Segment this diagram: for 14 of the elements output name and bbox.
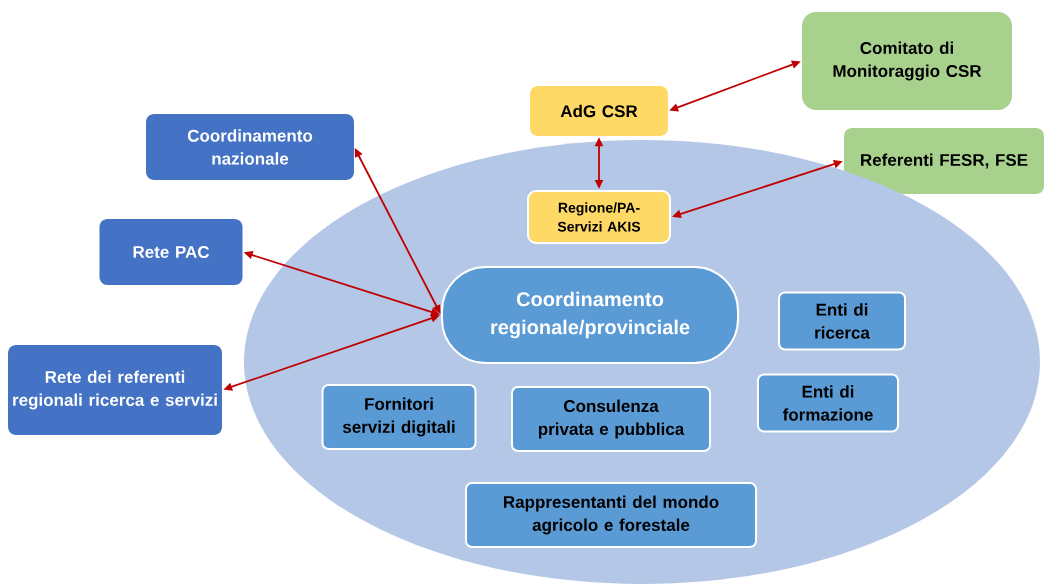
actor-box: Enti di ricerca	[778, 291, 906, 351]
network-box: Rete PAC	[99, 219, 243, 285]
contact-box: Referenti FESR, FSE	[844, 128, 1044, 194]
committee-box: Comitato di Monitoraggio CSR	[802, 12, 1012, 110]
arrow	[354, 148, 441, 314]
actor-box: Enti di formazione	[757, 373, 899, 433]
actor-box: Fornitori servizi digitali	[321, 384, 477, 450]
network-box: Coordinamento nazionale	[146, 114, 354, 180]
authority-box: AdG CSR	[530, 86, 668, 136]
coordination-box: Coordinamento regionale/provinciale	[441, 266, 739, 364]
region-box: Regione/PA- Servizi AKIS	[527, 190, 671, 244]
network-box: Rete dei referenti regionali ricerca e servizi	[8, 345, 222, 435]
actor-box: Consulenza privata e pubblica	[511, 386, 711, 452]
actor-box: Rappresentanti del mondo agricolo e forestale	[465, 482, 757, 548]
